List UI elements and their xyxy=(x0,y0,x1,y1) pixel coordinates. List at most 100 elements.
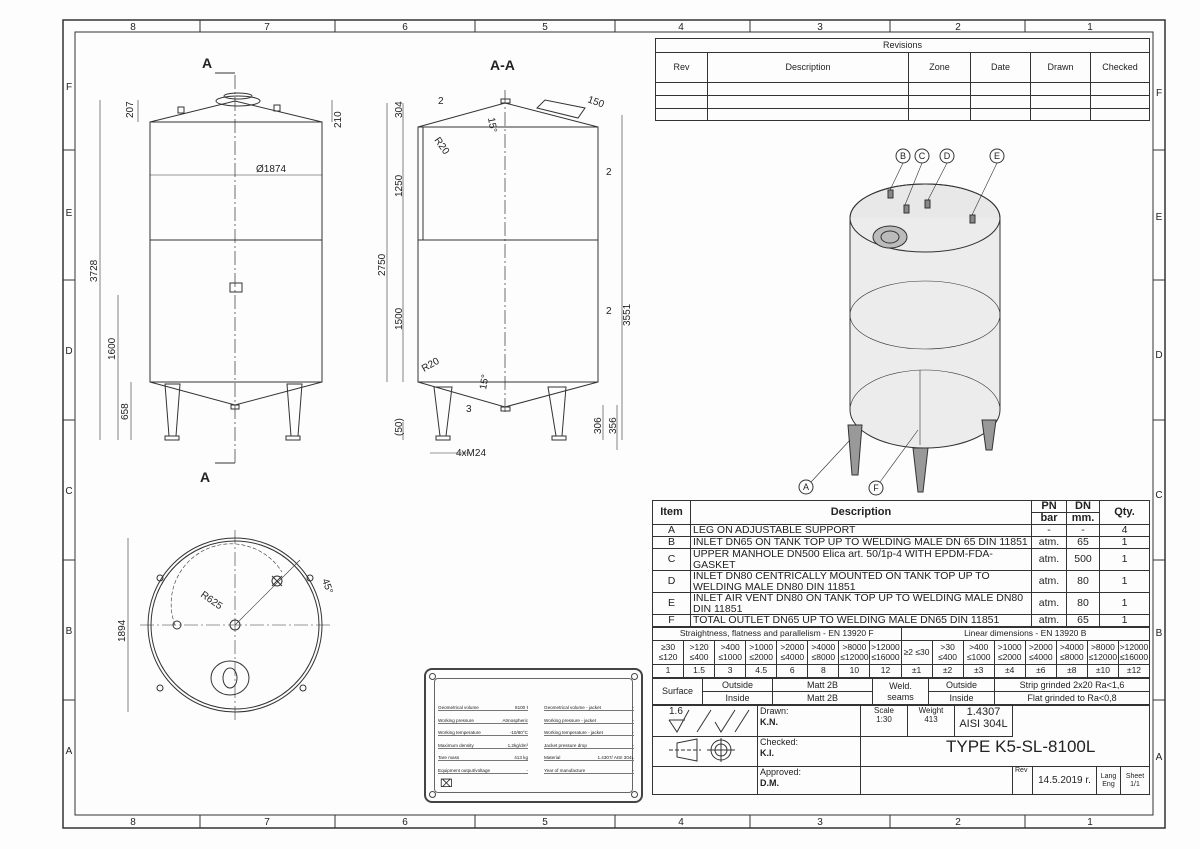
item-dn: 80 xyxy=(1066,570,1100,593)
tolerance-value: ±2 xyxy=(931,664,964,678)
material-grade: AISI 304L xyxy=(959,718,1008,730)
linear-title: Linear dimensions - EN 13920 B xyxy=(900,627,1150,641)
item-qty: 1 xyxy=(1099,592,1150,615)
item-dn: - xyxy=(1066,524,1100,537)
item-pn: atm. xyxy=(1031,592,1067,615)
nameplate-value: 413 kg xyxy=(514,755,528,760)
item-description: INLET DN80 CENTRICALLY MOUNTED ON TANK T… xyxy=(690,570,1032,593)
approved-by: D.M. xyxy=(760,778,779,788)
tolerance-range: >400 ≤1000 xyxy=(714,640,747,665)
tolerance-value: 3 xyxy=(714,664,747,678)
col-label: 6 xyxy=(402,817,408,828)
zone-grid xyxy=(63,20,1165,828)
drawn-label: Drawn: xyxy=(760,706,789,716)
tolerance-range: >4000 ≤8000 xyxy=(1055,640,1088,665)
item-description: UPPER MANHOLE DN500 Elica art. 50/1p-4 W… xyxy=(690,548,1032,571)
surface-inside-label: Inside xyxy=(702,691,773,705)
rev-header: Drawn xyxy=(1030,52,1091,83)
rev-label: Rev xyxy=(1012,766,1033,795)
col-label: 2 xyxy=(955,22,961,33)
dim-label: 356 xyxy=(608,417,619,434)
weight-value: 413 xyxy=(924,715,938,724)
item-pn: atm. xyxy=(1031,536,1067,549)
col-label: 7 xyxy=(264,22,270,33)
isometric-view xyxy=(798,148,1005,496)
nameplate-label: Jacket pressure drop xyxy=(544,742,587,748)
sheet-label: Sheet xyxy=(1125,772,1145,780)
nameplate-value: - xyxy=(632,717,634,723)
col-label: 5 xyxy=(542,817,548,828)
callout-f: F xyxy=(873,483,879,493)
col-label: 1 xyxy=(1087,817,1093,828)
col-label: 4 xyxy=(678,22,684,33)
drawing-title: TYPE K5-SL-8100L xyxy=(860,736,1150,767)
tolerance-value: ±1 xyxy=(900,664,933,678)
front-view-labels: A A 207 210 Ø1874 3728 1600 658 xyxy=(89,55,344,485)
front-view xyxy=(99,72,333,465)
surface-label: Surface xyxy=(652,678,703,705)
description-header: Description xyxy=(690,500,1032,525)
item-id: E xyxy=(652,592,691,615)
tolerance-range: >12000 ≤16000 xyxy=(1117,640,1151,665)
item-id: D xyxy=(652,570,691,593)
dim-label: R20 xyxy=(432,135,452,157)
weld-inside-label: Inside xyxy=(928,691,995,705)
tolerance-range: >4000 ≤8000 xyxy=(807,640,840,665)
projection-icon xyxy=(669,738,735,762)
callout-d: D xyxy=(944,151,951,161)
top-view xyxy=(127,530,330,720)
checked-by: K.I. xyxy=(760,748,775,758)
item-description: LEG ON ADJUSTABLE SUPPORT xyxy=(690,524,1032,537)
tolerance-value: ±10 xyxy=(1086,664,1119,678)
callout-a: A xyxy=(803,482,809,492)
weld-outside-value: Strip grinded 2x20 Ra<1,6 xyxy=(994,678,1150,692)
row-label: A xyxy=(66,746,73,757)
drawn-by: K.N. xyxy=(760,717,778,727)
item-dn: 500 xyxy=(1066,548,1100,571)
row-label: B xyxy=(1156,628,1163,639)
item-id: F xyxy=(652,614,691,627)
dim-label: 658 xyxy=(120,403,131,420)
approved-label: Approved: xyxy=(760,767,802,777)
pn-header: PN xyxy=(1031,500,1067,513)
item-dn: 80 xyxy=(1066,592,1100,615)
dim-label: 3 xyxy=(466,404,472,415)
dim-label: 15° xyxy=(478,374,491,391)
row-label: E xyxy=(1156,212,1163,223)
col-label: 4 xyxy=(678,817,684,828)
checked-label: Checked: xyxy=(760,737,799,747)
dim-label: R20 xyxy=(420,356,442,375)
tolerance-table: Straightness, flatness and parallelism -… xyxy=(651,627,1151,678)
item-qty: 1 xyxy=(1099,614,1150,627)
item-pn: - xyxy=(1031,524,1067,537)
nameplate-value: Atmospheric xyxy=(502,717,528,723)
nameplate-value: 1,2kg/dm³ xyxy=(507,742,528,748)
nameplate-row: Working temperature - jacket- xyxy=(544,725,634,736)
nameplate-value: 1.4307/ AISI 304L xyxy=(597,755,634,760)
tolerance-value: 1.5 xyxy=(683,664,716,678)
tolerance-value: ±6 xyxy=(1024,664,1057,678)
section-title: A-A xyxy=(490,57,515,73)
section-marker-a: A xyxy=(202,55,212,71)
nameplate-row: Equipment output/voltage- xyxy=(438,763,528,774)
tolerance-range: >30 ≤400 xyxy=(931,640,964,665)
nameplate-value: -10/80°C xyxy=(509,730,528,735)
row-label: C xyxy=(65,486,72,497)
callout-labels: A B C D E F xyxy=(803,151,1000,493)
inner-frame xyxy=(74,31,1154,816)
row-label: F xyxy=(1156,88,1162,99)
nameplate-row: Jacket pressure drop- xyxy=(544,738,634,749)
row-label: D xyxy=(1155,350,1162,361)
item-qty: 1 xyxy=(1099,536,1150,549)
nameplate-value: - xyxy=(632,767,634,773)
item-qty: 1 xyxy=(1099,548,1150,571)
